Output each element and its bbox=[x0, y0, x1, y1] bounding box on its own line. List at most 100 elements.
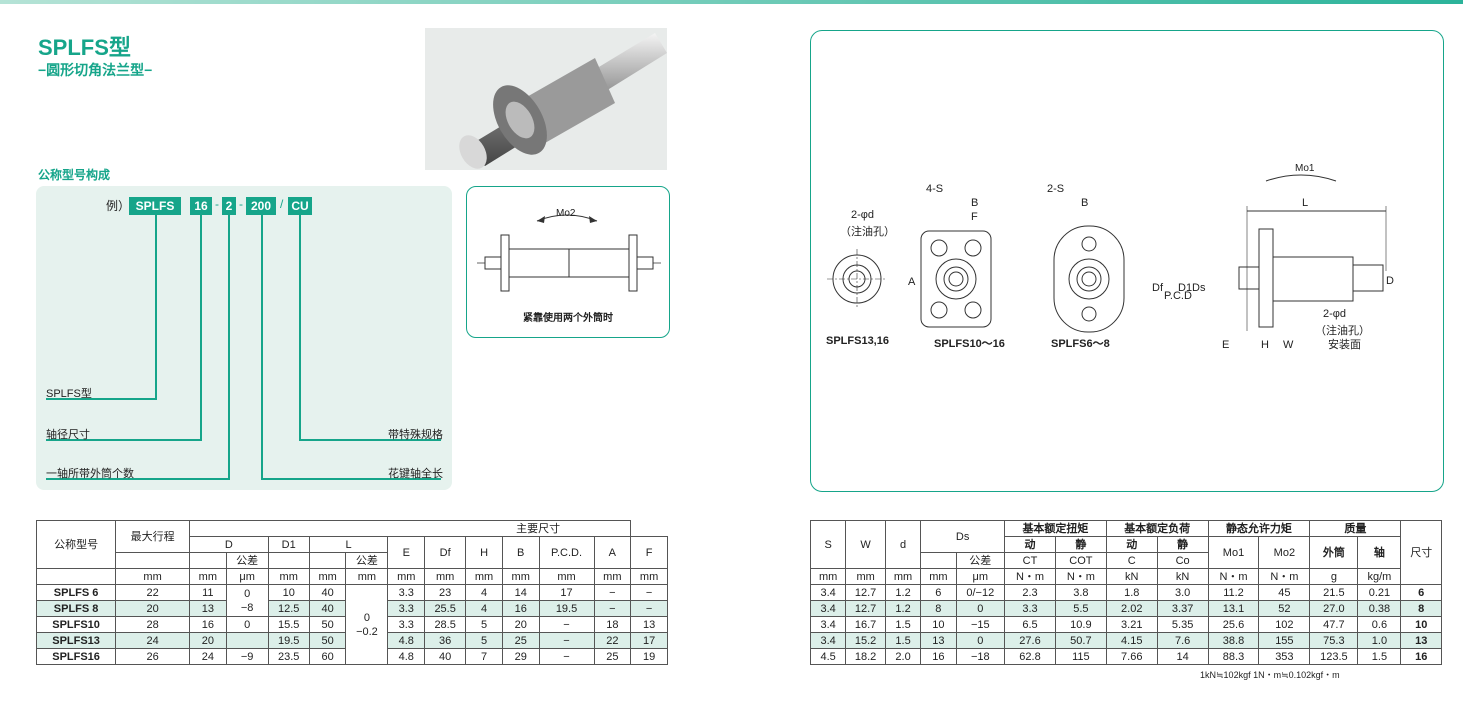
unit-cell: mm bbox=[115, 568, 190, 585]
e-label: E bbox=[1222, 339, 1230, 351]
table-cell: 3.4 bbox=[809, 600, 847, 617]
col-d1-blank bbox=[267, 552, 310, 569]
col-f: F bbox=[630, 536, 668, 569]
unit-cell: mm bbox=[809, 568, 847, 585]
h-label: H bbox=[1261, 339, 1269, 351]
model-code-panel bbox=[36, 186, 452, 490]
d-tol-cell: −9 bbox=[225, 648, 269, 665]
table-cell: 47.7 bbox=[1309, 616, 1359, 633]
table-cell: 13 bbox=[630, 616, 668, 633]
table-cell: 0 bbox=[955, 632, 1006, 649]
unit-cell: mm bbox=[267, 568, 310, 585]
table-cell: 16.7 bbox=[845, 616, 886, 633]
b2-label: B bbox=[1081, 197, 1089, 209]
table-cell: 1.2 bbox=[884, 584, 922, 601]
table-cell: 12.5 bbox=[267, 600, 310, 617]
table-cell: − bbox=[593, 584, 632, 601]
unit-cell: mm bbox=[884, 568, 922, 585]
desc-shaft: 轴径尺寸 bbox=[46, 429, 90, 441]
example-label: 例） bbox=[106, 199, 131, 213]
col-d1: D1 bbox=[267, 536, 310, 553]
col-main: 主要尺寸 bbox=[188, 520, 632, 537]
table-cell: −18 bbox=[955, 648, 1006, 665]
table-cell: 50 bbox=[308, 616, 347, 633]
table-cell: 26 bbox=[115, 648, 190, 665]
table-cell: 4.8 bbox=[387, 648, 426, 665]
figure-label-3: SPLFS6～8 bbox=[1051, 338, 1110, 350]
table-cell: 25 bbox=[593, 648, 632, 665]
col-pcd: P.C.D. bbox=[538, 536, 595, 569]
table-cell: 12.7 bbox=[845, 600, 886, 617]
unit-cell: mm bbox=[424, 568, 467, 585]
col-sta2: 静 bbox=[1156, 536, 1209, 553]
code-segment-length: 200 bbox=[246, 197, 276, 215]
table-cell: 10.9 bbox=[1054, 616, 1107, 633]
table-cell: 17 bbox=[538, 584, 595, 601]
table-cell: 19.5 bbox=[538, 600, 595, 617]
product-photo bbox=[425, 28, 667, 170]
table-cell: 18.2 bbox=[845, 648, 886, 665]
table-cell: 2.0 bbox=[884, 648, 922, 665]
table-cell: 14 bbox=[501, 584, 540, 601]
table-cell: 40 bbox=[308, 584, 347, 601]
table-cell: 12.7 bbox=[845, 584, 886, 601]
table-cell: 1.2 bbox=[884, 600, 922, 617]
col-shaft: 轴 bbox=[1357, 536, 1402, 569]
unit-cell: mm bbox=[593, 568, 632, 585]
size-cell: 16 bbox=[1400, 648, 1442, 665]
table-cell: 22 bbox=[115, 584, 190, 601]
table-cell: 3.8 bbox=[1054, 584, 1107, 601]
table-cell: 3.3 bbox=[387, 584, 426, 601]
col-h: H bbox=[465, 536, 503, 569]
col-size: 尺寸 bbox=[1400, 520, 1442, 585]
table-cell: 28.5 bbox=[424, 616, 467, 633]
table-cell: 5.35 bbox=[1156, 616, 1209, 633]
col-d: D bbox=[189, 536, 269, 553]
l-tol-cell: 0−0.2 bbox=[345, 584, 389, 665]
code-segment-shaft: 16 bbox=[190, 197, 212, 215]
unit-cell: mm bbox=[630, 568, 668, 585]
oil2-label: （注油孔） bbox=[1315, 325, 1370, 337]
figure-label-2: SPLFS10～16 bbox=[934, 338, 1005, 350]
table-cell: 25.5 bbox=[424, 600, 467, 617]
table-cell: 19 bbox=[630, 648, 668, 665]
unit-cell: mm bbox=[308, 568, 347, 585]
table-cell: 0/−12 bbox=[955, 584, 1006, 601]
table-cell: − bbox=[538, 648, 595, 665]
table-cell: 3.3 bbox=[1004, 600, 1056, 617]
d-tol-cell bbox=[225, 632, 269, 649]
table-cell: 22 bbox=[593, 632, 632, 649]
table-cell: 3.37 bbox=[1156, 600, 1209, 617]
mo1-label: Mo1 bbox=[1295, 163, 1315, 174]
unit-cell: N・m bbox=[1054, 568, 1107, 585]
table-cell: 16 bbox=[189, 616, 227, 633]
table-cell: − bbox=[593, 600, 632, 617]
table-cell: 40 bbox=[424, 648, 467, 665]
table-cell: − bbox=[630, 584, 668, 601]
table-cell: 13 bbox=[189, 600, 227, 617]
table-cell: 62.8 bbox=[1004, 648, 1056, 665]
table-cell: 50.7 bbox=[1054, 632, 1107, 649]
table-cell: 23 bbox=[424, 584, 467, 601]
col-dyn2: 动 bbox=[1105, 536, 1158, 553]
desc-special: 带特殊规格 bbox=[388, 429, 443, 441]
table-cell: 28 bbox=[115, 616, 190, 633]
col-s: S bbox=[809, 520, 847, 569]
table-cell: 3.0 bbox=[1156, 584, 1209, 601]
unit-cell: mm bbox=[465, 568, 503, 585]
unit-cell: N・m bbox=[1004, 568, 1056, 585]
model-cell: SPLFS10 bbox=[35, 616, 117, 633]
table-cell: − bbox=[630, 600, 668, 617]
unit-cell: mm bbox=[387, 568, 426, 585]
col-ct: CT bbox=[1004, 552, 1056, 569]
col-w: W bbox=[845, 520, 886, 569]
s2-label: 2-S bbox=[1047, 183, 1065, 195]
s4-label: 4-S bbox=[926, 183, 944, 195]
hole-label: 2-φd bbox=[851, 209, 875, 221]
table-cell: 52 bbox=[1258, 600, 1311, 617]
table-cell: 7.66 bbox=[1105, 648, 1158, 665]
